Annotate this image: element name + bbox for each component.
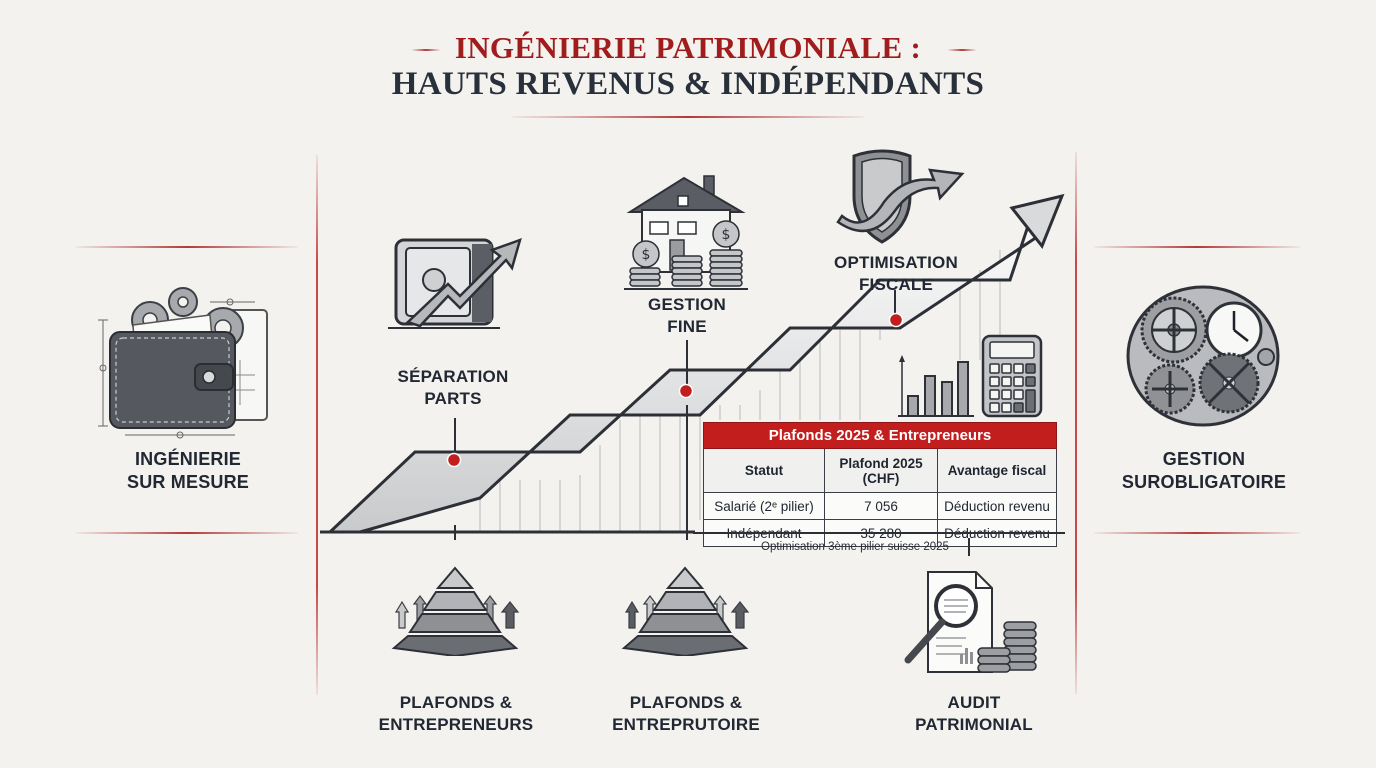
bottom-1-line-1: PLAFONDS & (399, 693, 513, 712)
right-panel-bottom-rule (1094, 532, 1300, 534)
table-cell-plafond: 7 056 (824, 492, 938, 520)
bottom-3-line-1: AUDIT (947, 693, 1001, 712)
left-divider (316, 155, 318, 695)
table-cell-avantage: Déduction revenu (937, 492, 1057, 520)
left-panel-bottom-rule (76, 532, 298, 534)
right-panel-label-line-1: GESTION (1162, 449, 1246, 469)
milestone-2-line-2: FINE (667, 317, 707, 336)
milestone-1-line-1: SÉPARATION (397, 367, 509, 386)
safe-with-rising-arrow-icon (388, 234, 528, 334)
table-header-plafond-line-2: (CHF) (862, 470, 900, 486)
title-rule-right (948, 49, 976, 51)
left-panel-top-rule (76, 246, 298, 248)
shield-with-arrow-icon (834, 146, 968, 246)
bottom-2-line-2: ENTREPRUTOIRE (612, 715, 760, 734)
pyramid-arrows-icon (390, 566, 520, 658)
svg-text:$: $ (642, 247, 651, 263)
plafonds-table-container: Plafonds 2025 & Entrepreneurs Statut Pla… (703, 422, 1057, 547)
table-footnote: Optimisation 3ème pilier suisse 2025 (761, 541, 949, 553)
right-panel-top-rule (1094, 246, 1300, 248)
calculator-icon (981, 334, 1043, 418)
milestone-label-gestion-fine: GESTION FINE (612, 294, 762, 338)
svg-text:$: $ (722, 227, 731, 243)
house-with-coins-icon: $ $ (624, 172, 750, 292)
milestone-3-line-2: FISCALE (858, 275, 934, 294)
pyramid-arrows-icon (620, 566, 750, 658)
left-panel-label: INGÉNIERIE SUR MESURE (80, 448, 296, 494)
plafonds-table: Plafonds 2025 & Entrepreneurs Statut Pla… (703, 422, 1057, 547)
right-panel-label: GESTION SUROBLIGATOIRE (1092, 448, 1316, 494)
table-header-plafond: Plafond 2025 (CHF) (824, 448, 938, 493)
magnifier-document-coins-icon (900, 568, 1040, 678)
table-header-statut: Statut (703, 448, 825, 493)
milestone-2-line-1: GESTION (648, 295, 726, 314)
milestone-label-optimisation: OPTIMISATION FISCALE (816, 252, 976, 296)
bottom-label-plafonds-entrepreneurs: PLAFONDS & ENTREPRENEURS (356, 692, 556, 736)
table-row: Salarié (2ᵉ pilier) 7 056 Déduction reve… (703, 492, 1057, 520)
bottom-1-line-2: ENTREPRENEURS (378, 715, 534, 734)
footnote-tick (968, 538, 970, 556)
title-line-1: INGÉNIERIE PATRIMONIALE : (454, 30, 922, 65)
table-cell-statut: Salarié (2ᵉ pilier) (703, 492, 825, 520)
bottom-3-line-2: PATRIMONIAL (915, 715, 1033, 734)
right-divider (1075, 152, 1077, 694)
table-header-avantage: Avantage fiscal (937, 448, 1057, 493)
table-baseline (693, 532, 1065, 534)
milestone-3-line-1: OPTIMISATION (834, 253, 958, 272)
bar-chart-icon (898, 354, 976, 418)
rising-staircase-arrow-icon (320, 180, 1080, 558)
title-underline (512, 116, 864, 118)
bottom-label-audit-patrimonial: AUDIT PATRIMONIAL (876, 692, 1072, 736)
title-rule-left (412, 49, 440, 51)
left-panel-label-line-1: INGÉNIERIE (134, 449, 242, 469)
milestone-label-separation: SÉPARATION PARTS (378, 366, 528, 410)
right-panel-label-line-2: SUROBLIGATOIRE (1121, 472, 1287, 492)
left-panel-label-line-2: SUR MESURE (126, 472, 249, 492)
table-header-plafond-line-1: Plafond 2025 (839, 455, 923, 471)
table-caption: Plafonds 2025 & Entrepreneurs (703, 422, 1057, 449)
title-line-2: HAUTS REVENUS & INDÉPENDANTS (391, 66, 985, 102)
bottom-label-plafonds-entreprutoire: PLAFONDS & ENTREPRUTOIRE (586, 692, 786, 736)
wallet-gears-blueprint-icon (95, 280, 275, 440)
clockwork-gears-icon (1126, 285, 1280, 427)
bottom-2-line-1: PLAFONDS & (629, 693, 743, 712)
milestone-1-line-2: PARTS (424, 389, 482, 408)
